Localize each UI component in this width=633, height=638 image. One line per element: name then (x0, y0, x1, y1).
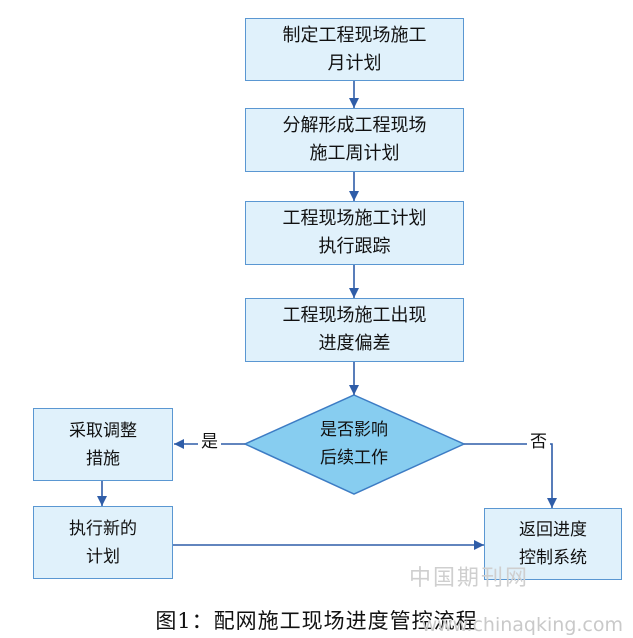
watermark-url: www.chinaqking.com (421, 614, 623, 636)
node-weekly-plan: 分解形成工程现场 施工周计划 (245, 108, 464, 172)
node-execution-tracking-line-1: 工程现场施工计划 (282, 208, 427, 229)
figure-caption: 图1：配网施工现场进度管控流程 (155, 609, 478, 633)
node-monthly-plan-line-1: 制定工程现场施工 (282, 24, 427, 46)
decision-label-line-2: 后续工作 (320, 448, 388, 468)
node-adjustment-measures-line-1: 采取调整 (69, 420, 137, 441)
node-weekly-plan-line-1: 分解形成工程现场 (282, 115, 427, 136)
node-monthly-plan-line-2: 月计划 (327, 52, 382, 74)
node-execution-tracking: 工程现场施工计划 执行跟踪 (245, 201, 464, 265)
node-return-control: 返回进度 控制系统 (484, 508, 622, 580)
decision-label: 是否影响 后续工作 (275, 414, 433, 474)
node-new-plan-line-2: 计划 (86, 546, 120, 567)
decision-diamond (243, 394, 466, 495)
watermark-site-name: 中国期刊网 (408, 566, 529, 591)
node-schedule-deviation-line-1: 工程现场施工出现 (282, 305, 427, 326)
arrow-decision-no (464, 443, 557, 508)
node-return-control-line-2: 控制系统 (519, 548, 587, 568)
edge-label-no: 否 (527, 430, 550, 454)
node-schedule-deviation-line-2: 进度偏差 (318, 333, 391, 354)
node-schedule-deviation: 工程现场施工出现 进度偏差 (245, 298, 464, 362)
node-weekly-plan-line-2: 施工周计划 (309, 143, 400, 164)
node-monthly-plan: 制定工程现场施工 月计划 (245, 18, 464, 81)
decision-label-line-1: 是否影响 (320, 420, 388, 440)
node-new-plan: 执行新的 计划 (33, 506, 173, 579)
node-adjustment-measures: 采取调整 措施 (33, 408, 173, 481)
node-new-plan-line-1: 执行新的 (69, 518, 137, 539)
node-execution-tracking-line-2: 执行跟踪 (318, 236, 391, 257)
node-adjustment-measures-line-2: 措施 (86, 448, 120, 469)
edge-label-yes: 是 (198, 430, 221, 454)
node-return-control-line-1: 返回进度 (519, 520, 587, 540)
